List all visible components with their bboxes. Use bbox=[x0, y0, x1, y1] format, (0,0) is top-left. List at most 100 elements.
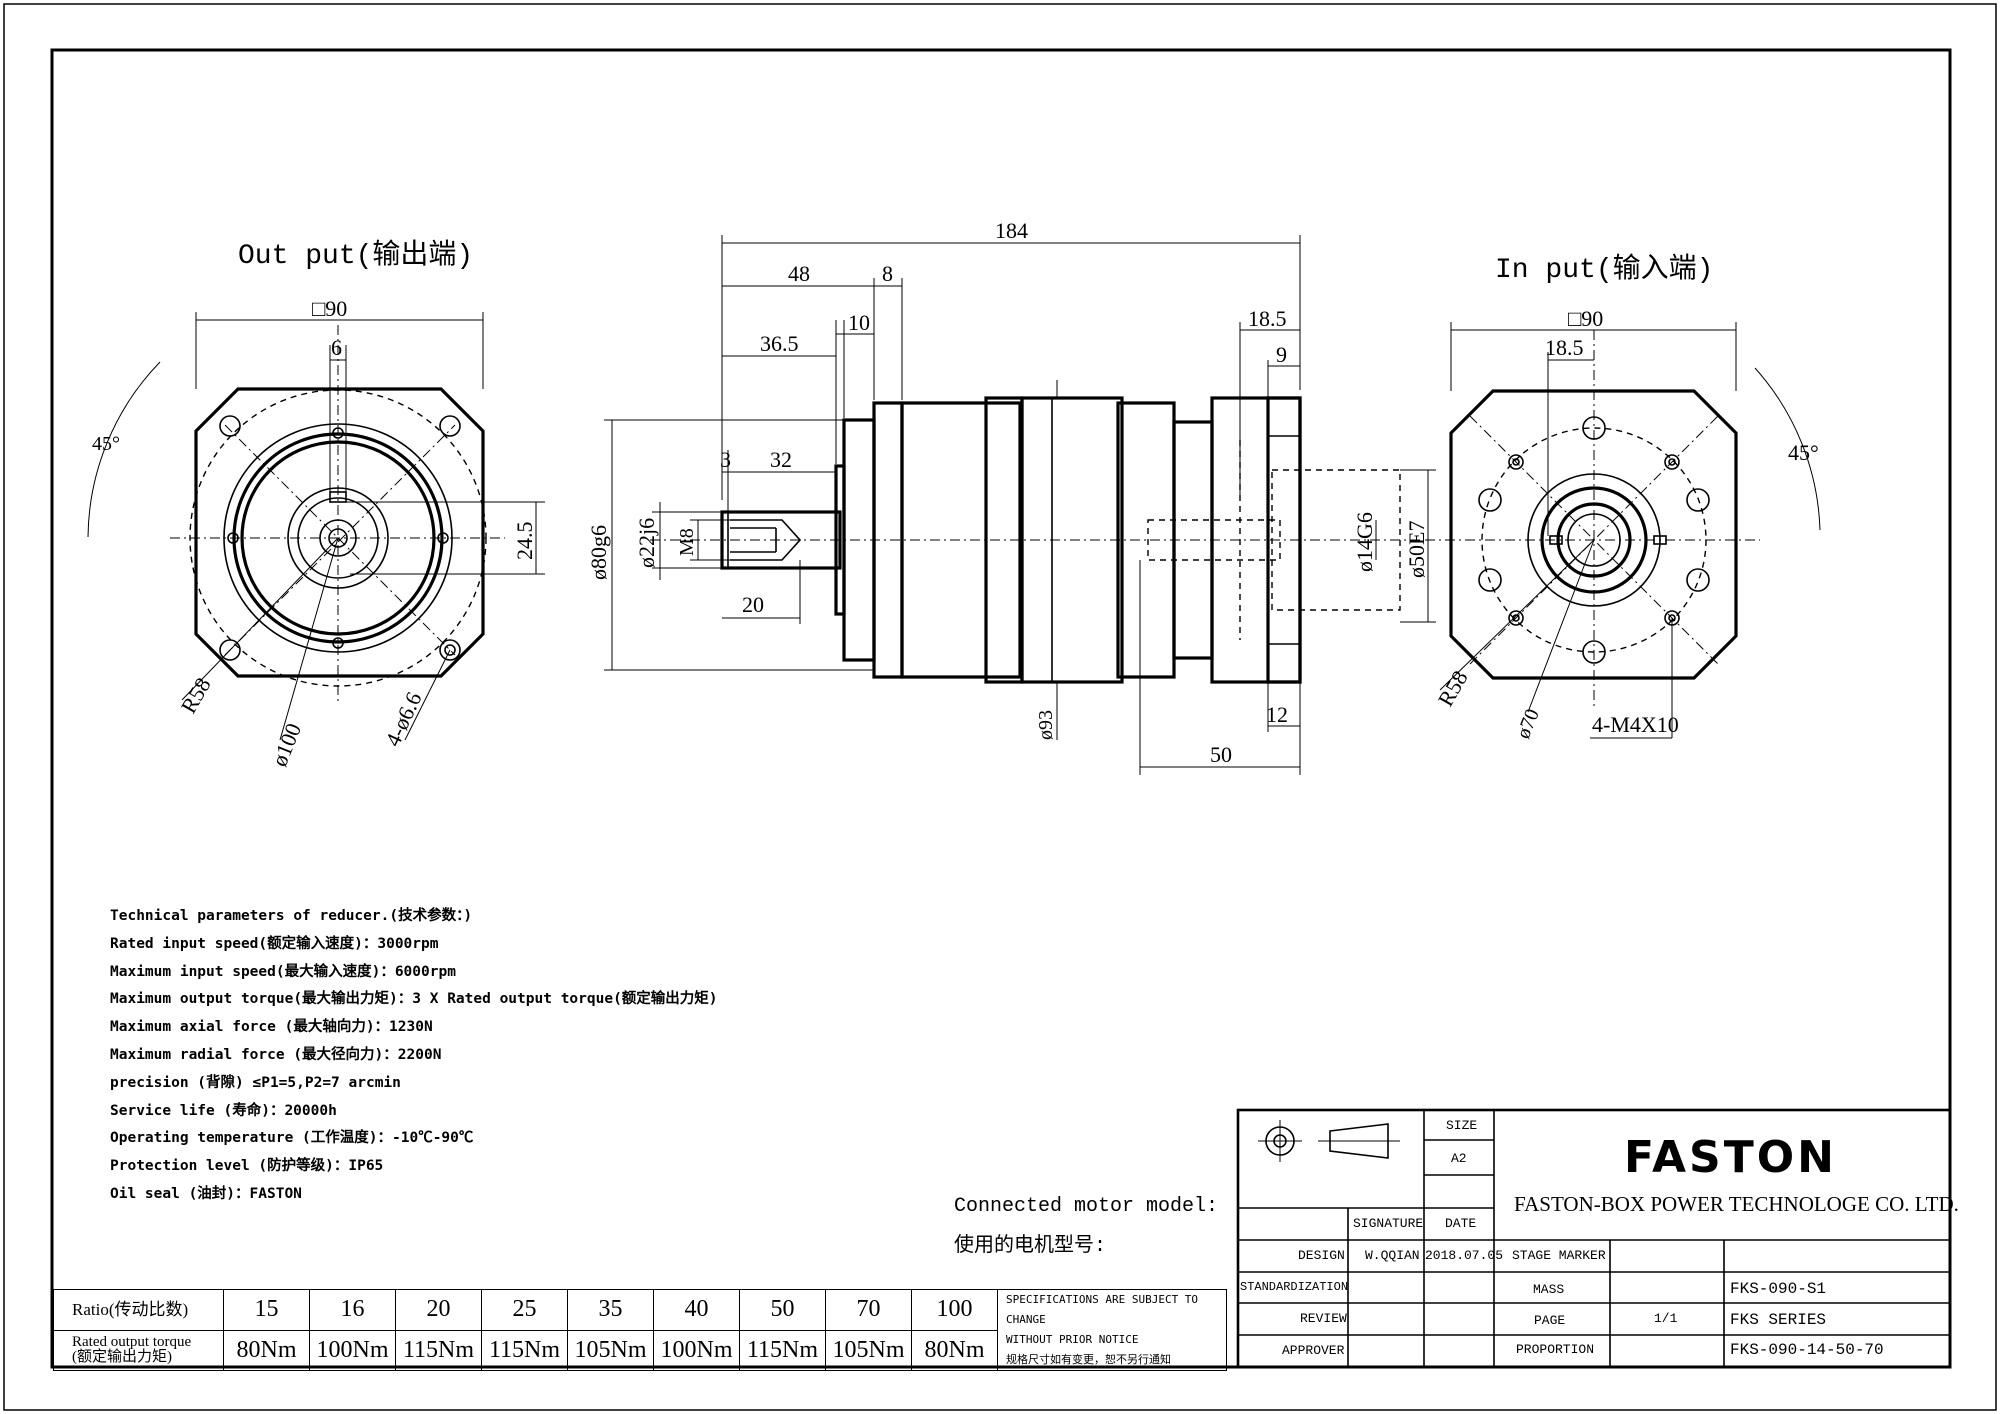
title-block-grid bbox=[1236, 1108, 1952, 1369]
side-dim-12: 12 bbox=[1266, 702, 1288, 727]
tb-company: FASTON-BOX POWER TECHNOLOGE CO. LTD. bbox=[1514, 1192, 1959, 1216]
torque-cell: 115Nm bbox=[481, 1329, 568, 1371]
input-title: In put(输入端) bbox=[1495, 252, 1713, 286]
side-dim-32: 32 bbox=[770, 447, 792, 472]
param-line: Maximum axial force (最大轴向力)：1230N bbox=[110, 1019, 433, 1036]
logo: FASTON bbox=[1624, 1132, 1837, 1183]
out-dim-6: 6 bbox=[331, 335, 342, 360]
param-line: Technical parameters of reducer.(技术参数：) bbox=[110, 908, 473, 924]
side-m8: M8 bbox=[676, 528, 698, 556]
torque-label: Rated output torque (额定输出力矩) bbox=[53, 1329, 224, 1371]
torque-cell: 115Nm bbox=[395, 1329, 482, 1371]
in-square-dim: □90 bbox=[1568, 306, 1603, 331]
ratio-cell: 50 bbox=[739, 1289, 826, 1331]
ratio-cell: 35 bbox=[567, 1289, 654, 1331]
side-dim-9: 9 bbox=[1276, 342, 1287, 367]
ratio-cell: 100 bbox=[911, 1289, 998, 1331]
ratio-cell: 70 bbox=[825, 1289, 912, 1331]
torque-cell: 80Nm bbox=[223, 1329, 310, 1371]
out-r58: R58 bbox=[176, 673, 216, 717]
torque-cell: 80Nm bbox=[911, 1329, 998, 1371]
param-line: precision (背隙) ≤P1=5,P2=7 arcmin bbox=[110, 1074, 401, 1091]
tb-size-value: A2 bbox=[1451, 1151, 1467, 1166]
spec-line-3: 规格尺寸如有变更，恕不另行通知 bbox=[1006, 1353, 1171, 1366]
motor-label-en: Connected motor model: bbox=[954, 1195, 1219, 1218]
in-d70: ø70 bbox=[1512, 706, 1544, 742]
ratio-cell: 25 bbox=[481, 1289, 568, 1331]
side-dim-10: 10 bbox=[848, 310, 870, 335]
param-line: Service life (寿命)：20000h bbox=[110, 1102, 337, 1119]
tb-approver: APPROVER bbox=[1282, 1343, 1345, 1358]
torque-cell: 100Nm bbox=[309, 1329, 396, 1371]
torque-row: Rated output torque (额定输出力矩) 80Nm 100Nm … bbox=[53, 1329, 1227, 1371]
ratio-cell: 16 bbox=[309, 1289, 396, 1331]
side-d93: ø93 bbox=[1035, 710, 1057, 740]
tb-model: FKS-090-S1 bbox=[1730, 1280, 1827, 1298]
side-dim-20: 20 bbox=[742, 592, 764, 617]
output-title: Out put(输出端) bbox=[238, 238, 473, 272]
tb-design-sig: W.QQIAN bbox=[1365, 1248, 1420, 1263]
motor-label-cn: 使用的电机型号: bbox=[954, 1235, 1107, 1258]
param-line: Maximum output torque(最大输出力矩)：3 X Rated … bbox=[110, 991, 718, 1008]
connected-motor: Connected motor model: 使用的电机型号: bbox=[954, 1187, 1218, 1267]
in-holes: 4-M4X10 bbox=[1592, 712, 1679, 737]
torque-label-en: Rated output torque bbox=[72, 1334, 192, 1351]
in-angle-45: 45° bbox=[1788, 440, 1819, 465]
side-dim-8: 8 bbox=[882, 261, 893, 286]
in-r58: R58 bbox=[1433, 666, 1473, 710]
ratio-cell: 15 bbox=[223, 1289, 310, 1331]
torque-cell: 115Nm bbox=[739, 1329, 826, 1371]
out-holes: 4-ø6.6 bbox=[380, 688, 427, 750]
out-d100: ø100 bbox=[266, 720, 306, 770]
out-dim-24-5: 24.5 bbox=[512, 522, 537, 561]
spec-notice: SPECIFICATIONS ARE SUBJECT TO CHANGE WIT… bbox=[997, 1289, 1227, 1371]
ratio-cell: 20 bbox=[395, 1289, 482, 1331]
side-dim-36-5: 36.5 bbox=[760, 331, 799, 356]
projection-symbol bbox=[1258, 1120, 1400, 1162]
param-line: Maximum input speed(最大输入速度)：6000rpm bbox=[110, 963, 456, 980]
tb-signature: SIGNATURE bbox=[1353, 1216, 1424, 1231]
param-line: Maximum radial force (最大径向力)：2200N bbox=[110, 1046, 442, 1063]
side-d22: ø22j6 bbox=[634, 518, 659, 568]
side-dim-3: 3 bbox=[720, 447, 731, 472]
technical-parameters: Technical parameters of reducer.(技术参数：) … bbox=[110, 903, 718, 1209]
ratio-cell: 40 bbox=[653, 1289, 740, 1331]
outer-border bbox=[3, 3, 1997, 1411]
tb-stage-marker: STAGE MARKER bbox=[1512, 1248, 1606, 1263]
spec-line-2: WITHOUT PRIOR NOTICE bbox=[1006, 1333, 1139, 1346]
in-dim-18-5: 18.5 bbox=[1545, 335, 1584, 360]
tb-review: REVIEW bbox=[1300, 1311, 1347, 1326]
tb-design-date: 2018.07.05 bbox=[1425, 1248, 1504, 1263]
param-line: Protection level (防护等级)：IP65 bbox=[110, 1158, 384, 1175]
param-line: Rated input speed(额定输入速度)：3000rpm bbox=[110, 935, 439, 952]
out-square-dim: □90 bbox=[312, 296, 347, 321]
side-d14: ø14G6 bbox=[1352, 512, 1377, 572]
tb-series: FKS SERIES bbox=[1730, 1311, 1827, 1329]
torque-cell: 100Nm bbox=[653, 1329, 740, 1371]
torque-cell: 105Nm bbox=[567, 1329, 654, 1371]
side-dim-184: 184 bbox=[995, 218, 1028, 243]
ratio-row: Ratio(传动比数) 15 16 20 25 35 40 50 70 100 … bbox=[53, 1289, 1227, 1371]
spec-line-1: SPECIFICATIONS ARE SUBJECT TO CHANGE bbox=[1006, 1293, 1199, 1326]
param-line: Oil seal (油封)：FASTON bbox=[110, 1185, 302, 1202]
side-d80: ø80g6 bbox=[586, 525, 611, 580]
ratio-table: Ratio(传动比数) 15 16 20 25 35 40 50 70 100 … bbox=[53, 1289, 1227, 1371]
tb-date: DATE bbox=[1445, 1216, 1477, 1231]
ratio-label: Ratio(传动比数) bbox=[53, 1289, 224, 1331]
side-dim-50: 50 bbox=[1210, 742, 1232, 767]
side-d50: ø50E7 bbox=[1404, 521, 1429, 578]
tb-proportion: PROPORTION bbox=[1516, 1342, 1595, 1357]
side-view: 184 48 8 10 36.5 3 32 20 ø80g6 ø22j6 M8 … bbox=[586, 218, 1436, 775]
tb-part: FKS-090-14-50-70 bbox=[1730, 1341, 1884, 1359]
param-line: Operating temperature (工作温度)：-10℃-90℃ bbox=[110, 1130, 474, 1147]
tb-page-value: 1/1 bbox=[1654, 1311, 1678, 1326]
side-dim-48: 48 bbox=[788, 261, 810, 286]
torque-label-cn: (额定输出力矩) bbox=[72, 1349, 172, 1366]
side-dim-18-5: 18.5 bbox=[1248, 306, 1287, 331]
out-angle-45: 45° bbox=[92, 433, 120, 455]
tb-size-label: SIZE bbox=[1446, 1118, 1478, 1133]
tb-mass: MASS bbox=[1533, 1282, 1565, 1297]
tb-standardization: STANDARDIZATION bbox=[1240, 1280, 1349, 1294]
tb-page: PAGE bbox=[1534, 1313, 1566, 1328]
